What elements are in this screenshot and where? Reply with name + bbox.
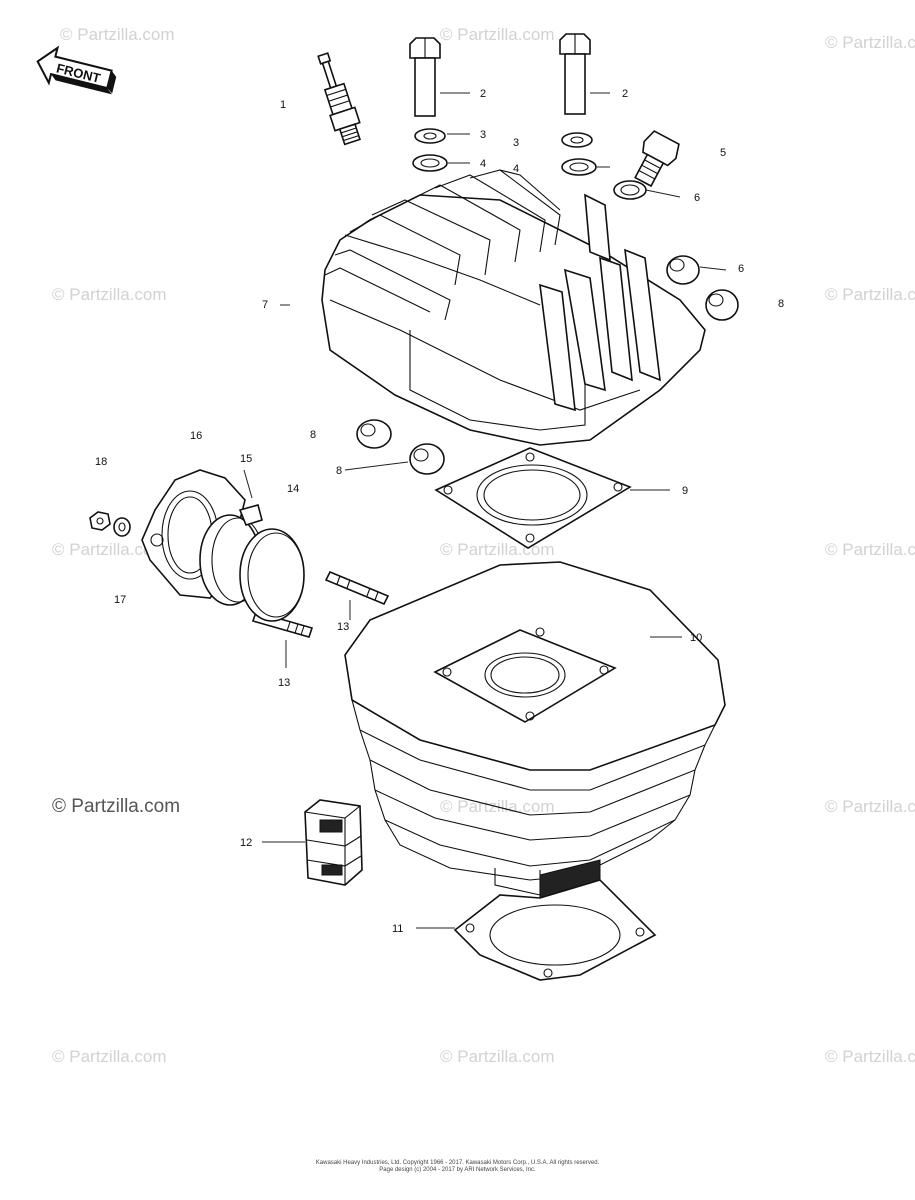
cylinder xyxy=(344,561,726,901)
callout-3: 3 xyxy=(480,129,486,141)
callout-16: 16 xyxy=(190,430,202,442)
washer-3-left xyxy=(414,128,446,144)
watermark: © Partzilla.com xyxy=(52,285,167,304)
head-nut xyxy=(705,289,739,321)
callout-2: 2 xyxy=(622,88,628,100)
callout-12: 12 xyxy=(240,837,252,849)
callout-18: 18 xyxy=(95,456,107,468)
head-bolt-left xyxy=(409,37,441,117)
callout-1: 1 xyxy=(280,99,286,111)
spark-plug xyxy=(317,52,361,146)
washer-4-left xyxy=(412,154,448,172)
callout-13: 13 xyxy=(278,677,290,689)
callout-8: 8 xyxy=(778,298,784,310)
callout-8: 8 xyxy=(336,465,342,477)
watermark: © Partzilla.com xyxy=(825,1047,915,1066)
copyright-line-1: Kawasaki Heavy Industries, Ltd. Copyrigh… xyxy=(315,1160,600,1166)
plug-gasket xyxy=(613,180,647,200)
callout-17: 17 xyxy=(114,594,126,606)
callout-2: 2 xyxy=(480,88,486,100)
watermarks: © Partzilla.com © Partzilla.com © Partzi… xyxy=(52,25,915,1066)
callouts: 1 2 2 3 3 4 4 5 6 6 7 8 8 8 9 10 11 12 1… xyxy=(95,88,784,935)
drain-plug xyxy=(634,130,680,188)
callout-9: 9 xyxy=(682,485,688,497)
callout-10: 10 xyxy=(690,632,702,644)
washer-4-right xyxy=(561,158,597,176)
watermark: © Partzilla.com xyxy=(825,285,915,304)
small-nut xyxy=(89,511,131,537)
watermark: © Partzilla.com xyxy=(52,1047,167,1066)
callout-6: 6 xyxy=(694,192,700,204)
callout-8: 8 xyxy=(310,429,316,441)
head-nut xyxy=(409,443,445,475)
base-gasket xyxy=(453,879,657,981)
washer-3-right xyxy=(561,132,593,148)
clamp-ring xyxy=(239,528,305,622)
head-nut xyxy=(666,255,700,285)
copyright-line-2: Page design (c) 2004 - 2017 by ARI Netwo… xyxy=(379,1167,536,1173)
watermark: © Partzilla.com xyxy=(440,25,555,44)
stud xyxy=(324,570,390,606)
callout-4: 4 xyxy=(513,163,519,175)
watermark: © Partzilla.com xyxy=(52,540,167,559)
damper-block xyxy=(304,799,363,886)
callout-15: 15 xyxy=(240,453,252,465)
head-bolt-right xyxy=(559,33,591,115)
leader-lines xyxy=(243,92,727,929)
callout-5: 5 xyxy=(720,147,726,159)
head-gasket xyxy=(434,447,632,549)
head-nut xyxy=(356,419,392,449)
callout-14: 14 xyxy=(287,483,299,495)
watermark: © Partzilla.com xyxy=(825,33,915,52)
watermark: © Partzilla.com xyxy=(440,1047,555,1066)
callout-7: 7 xyxy=(262,299,268,311)
watermark: © Partzilla.com xyxy=(60,25,175,44)
cylinder-head xyxy=(321,169,706,446)
front-arrow: FRONT xyxy=(36,45,117,95)
watermark: © Partzilla.com xyxy=(825,797,915,816)
callout-6: 6 xyxy=(738,263,744,275)
watermark: © Partzilla.com xyxy=(825,540,915,559)
watermark-dark: © Partzilla.com xyxy=(52,796,180,817)
callout-11: 11 xyxy=(392,923,403,935)
callout-13: 13 xyxy=(337,621,349,633)
callout-4: 4 xyxy=(480,158,486,170)
callout-3: 3 xyxy=(513,137,519,149)
